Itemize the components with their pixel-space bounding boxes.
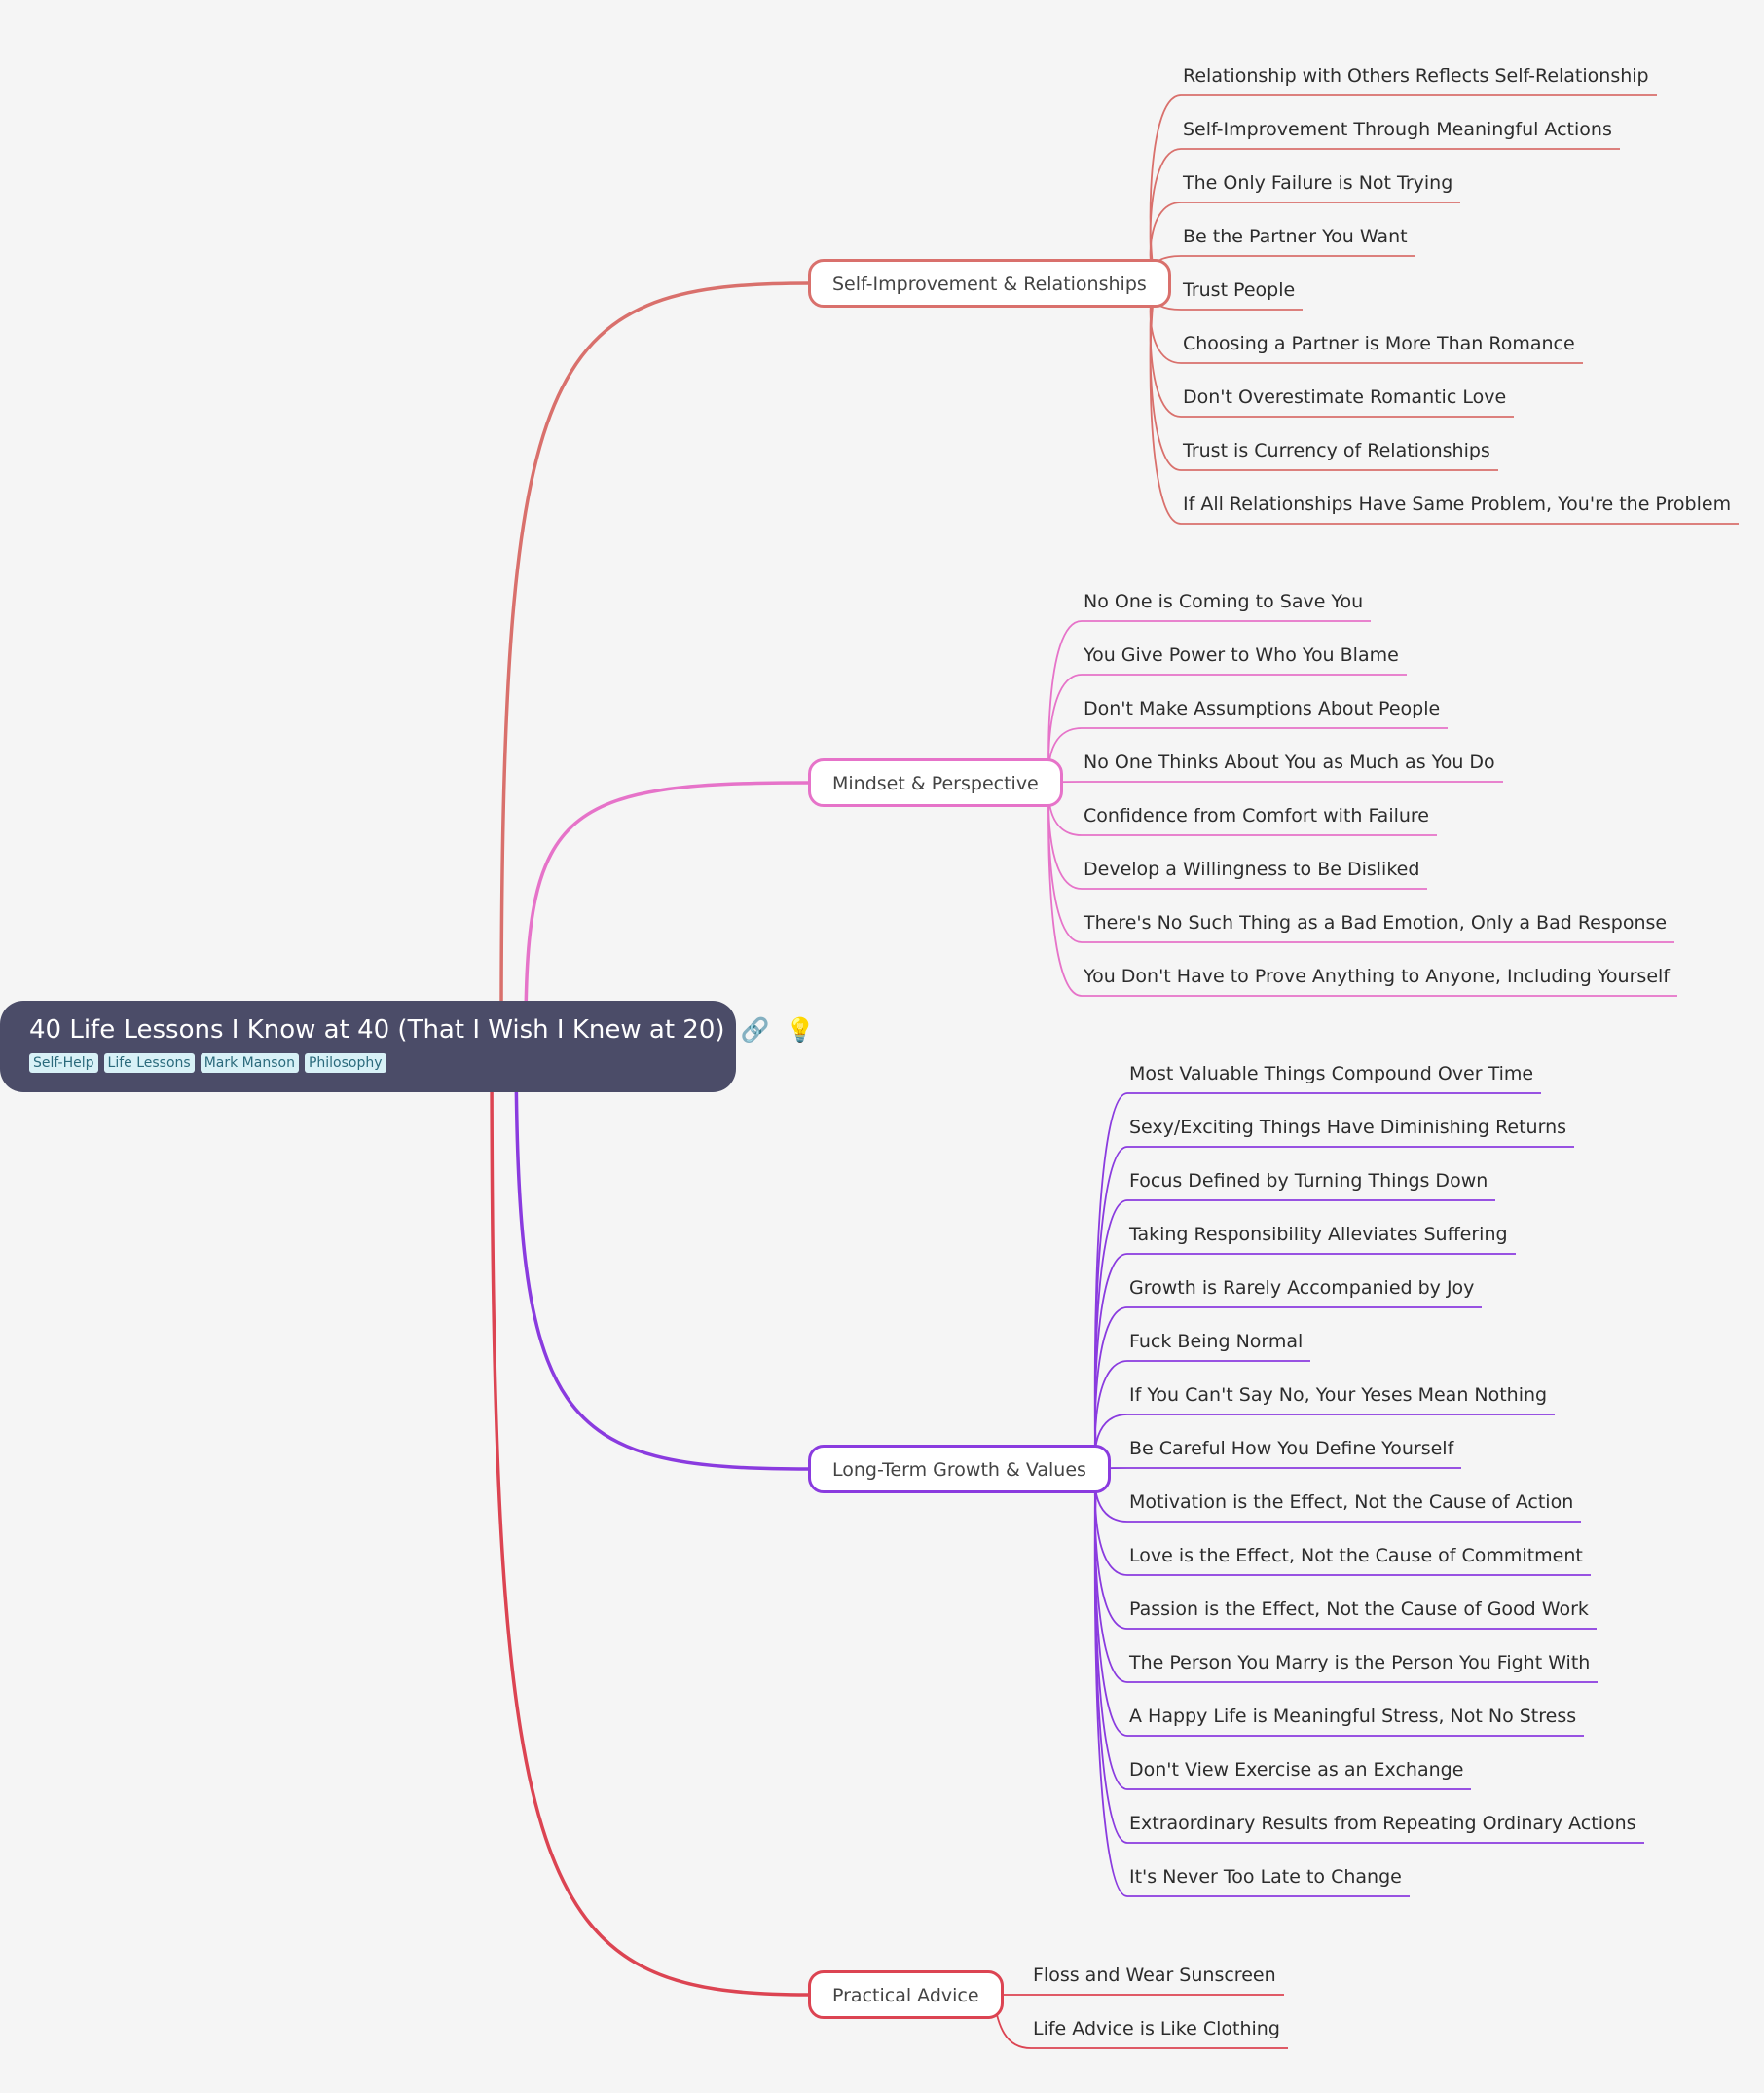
leaf-connector — [1047, 781, 1503, 784]
leaf-node[interactable]: Passion is the Effect, Not the Cause of … — [1129, 1598, 1589, 1620]
leaf-node[interactable]: The Person You Marry is the Person You F… — [1129, 1652, 1591, 1673]
leaf-node[interactable]: You Give Power to Who You Blame — [1084, 644, 1399, 666]
leaf-node[interactable]: There's No Such Thing as a Bad Emotion, … — [1084, 912, 1668, 934]
leaf-node[interactable]: Life Advice is Like Clothing — [1033, 2018, 1280, 2039]
leaf-connector — [1094, 1467, 1461, 1470]
leaf-node[interactable]: You Don't Have to Prove Anything to Anyo… — [1084, 966, 1670, 987]
leaf-node[interactable]: The Only Failure is Not Trying — [1183, 172, 1453, 194]
leaf-node[interactable]: It's Never Too Late to Change — [1129, 1866, 1402, 1888]
leaf-node[interactable]: Relationship with Others Reflects Self-R… — [1183, 65, 1649, 87]
lightbulb-icon: 💡 — [785, 1016, 815, 1044]
tag[interactable]: Life Lessons — [103, 1053, 195, 1073]
leaf-node[interactable]: Develop a Willingness to Be Disliked — [1084, 859, 1420, 880]
branch-node[interactable]: Long-Term Growth & Values — [808, 1445, 1111, 1493]
leaf-node[interactable]: Taking Responsibility Alleviates Sufferi… — [1129, 1224, 1508, 1245]
tag-list: Self-Help Life Lessons Mark Manson Philo… — [29, 1053, 736, 1073]
leaf-node[interactable]: Trust is Currency of Relationships — [1183, 440, 1490, 461]
tag[interactable]: Philosophy — [304, 1053, 386, 1073]
leaf-node[interactable]: Be the Partner You Want — [1183, 226, 1408, 247]
leaf-node[interactable]: Fuck Being Normal — [1129, 1331, 1304, 1352]
leaf-node[interactable]: Sexy/Exciting Things Have Diminishing Re… — [1129, 1117, 1567, 1138]
leaf-node[interactable]: No One Thinks About You as Much as You D… — [1084, 752, 1495, 773]
leaf-node[interactable]: Floss and Wear Sunscreen — [1033, 1964, 1276, 1986]
branch-connector — [499, 281, 809, 1033]
leaf-node[interactable]: Extraordinary Results from Repeating Ord… — [1129, 1813, 1636, 1834]
leaf-node[interactable]: If You Can't Say No, Your Yeses Mean Not… — [1129, 1384, 1548, 1406]
link-icon[interactable]: 🔗 — [740, 1016, 770, 1044]
leaf-node[interactable]: Love is the Effect, Not the Cause of Com… — [1129, 1545, 1583, 1566]
leaf-node[interactable]: Trust People — [1183, 279, 1296, 301]
branch-node[interactable]: Self-Improvement & Relationships — [808, 259, 1171, 308]
root-node[interactable]: 40 Life Lessons I Know at 40 (That I Wis… — [0, 1001, 815, 1092]
root-title: 40 Life Lessons I Know at 40 (That I Wis… — [29, 1015, 725, 1045]
tag[interactable]: Mark Manson — [200, 1053, 299, 1073]
leaf-connector — [1149, 148, 1620, 284]
leaf-node[interactable]: Don't View Exercise as an Exchange — [1129, 1759, 1464, 1781]
leaf-node[interactable]: Confidence from Comfort with Failure — [1084, 805, 1429, 826]
leaf-node[interactable]: Growth is Rarely Accompanied by Joy — [1129, 1277, 1475, 1299]
leaf-node[interactable]: Be Careful How You Define Yourself — [1129, 1438, 1454, 1459]
leaf-node[interactable]: Motivation is the Effect, Not the Cause … — [1129, 1491, 1574, 1513]
leaf-node[interactable]: Most Valuable Things Compound Over Time — [1129, 1063, 1534, 1084]
branch-connector — [514, 1031, 809, 1471]
leaf-node[interactable]: If All Relationships Have Same Problem, … — [1183, 494, 1732, 515]
leaf-node[interactable]: No One is Coming to Save You — [1084, 591, 1364, 612]
leaf-node[interactable]: Don't Make Assumptions About People — [1084, 698, 1441, 719]
leaf-node[interactable]: Self-Improvement Through Meaningful Acti… — [1183, 119, 1612, 140]
leaf-node[interactable]: A Happy Life is Meaningful Stress, Not N… — [1129, 1706, 1577, 1727]
tag[interactable]: Self-Help — [29, 1053, 98, 1073]
leaf-node[interactable]: Don't Overestimate Romantic Love — [1183, 386, 1507, 408]
branch-node[interactable]: Mindset & Perspective — [808, 758, 1063, 807]
branch-connector — [490, 1031, 809, 1997]
branch-connector — [524, 781, 809, 1033]
leaf-node[interactable]: Focus Defined by Turning Things Down — [1129, 1170, 1488, 1192]
branch-node[interactable]: Practical Advice — [808, 1970, 1004, 2019]
leaf-node[interactable]: Choosing a Partner is More Than Romance — [1183, 333, 1575, 354]
root-title-row: 40 Life Lessons I Know at 40 (That I Wis… — [29, 1012, 815, 1047]
